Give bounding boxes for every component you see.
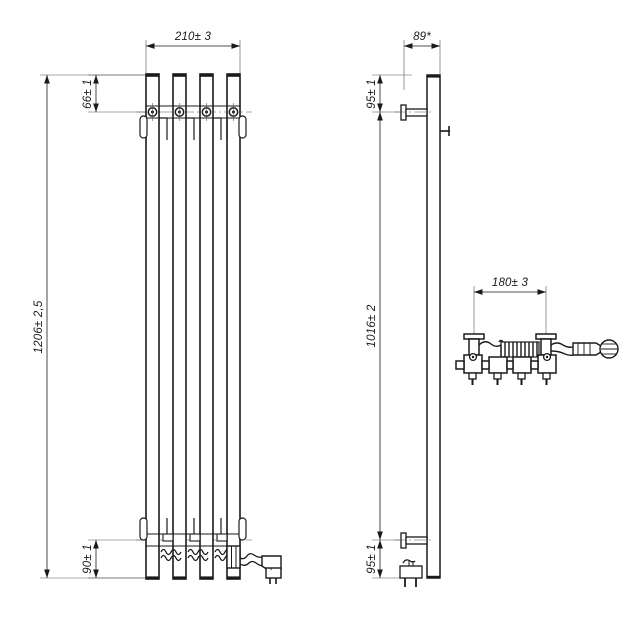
wall-bracket	[139, 115, 148, 139]
side-body-profile	[426, 74, 441, 579]
detail-end-fasteners	[468, 352, 552, 362]
detail-view: 180± 3	[455, 277, 619, 385]
wall-bracket	[238, 115, 247, 139]
dim-side-depth: 89*	[403, 31, 440, 49]
front-tube	[145, 73, 160, 580]
dim-detail-width-label: 180± 3	[492, 277, 529, 289]
side-wall-pin-upper	[440, 126, 450, 136]
dim-front-height-label: 1206± 2,5	[33, 300, 45, 353]
fastener	[147, 103, 158, 121]
dim-front-width: 210± 3	[145, 31, 240, 49]
side-plug	[399, 559, 423, 587]
dim-side-top-offset-label: 95± 1	[366, 79, 378, 109]
dim-side-bottom-offset: 95± 1	[366, 539, 383, 578]
front-tube-group	[145, 73, 241, 580]
dim-front-bottom-offset-label: 90± 1	[82, 544, 94, 574]
detail-cable	[550, 342, 574, 357]
detail-extension-lines	[473, 286, 547, 336]
detail-block-pins	[468, 372, 551, 385]
dim-front-bottom-offset: 90± 1	[82, 539, 99, 578]
detail-tube-flanges	[463, 333, 557, 356]
side-upper-bracket	[394, 104, 432, 121]
dim-front-width-label: 210± 3	[174, 31, 212, 43]
side-lower-bracket	[394, 532, 432, 549]
wall-bracket	[139, 517, 148, 541]
front-upper-fasteners	[147, 103, 239, 121]
dim-side-center-span-label: 1016± 2	[366, 304, 378, 347]
dim-front-top-offset-label: 66± 1	[82, 79, 94, 109]
dim-side-top-offset: 95± 1	[366, 74, 383, 112]
front-lower-fasteners	[162, 533, 228, 542]
dim-side-depth-label: 89*	[413, 31, 431, 43]
front-power-cord	[239, 553, 265, 567]
dim-side-center-span: 1016± 2	[366, 111, 383, 540]
front-view: 210± 3 1206± 2,5 66± 1 90± 1	[33, 31, 282, 584]
dim-detail-width: 180± 3	[473, 277, 546, 295]
detail-heater-coil	[478, 339, 540, 360]
fastener	[201, 103, 212, 121]
fastener	[174, 103, 185, 121]
front-upper-brackets	[139, 115, 247, 139]
front-lower-bracket-arms	[166, 518, 222, 534]
detail-plug	[572, 339, 619, 359]
dim-front-height: 1206± 2,5	[33, 74, 50, 578]
front-lower-brackets	[139, 517, 247, 541]
front-upper-bracket-arms	[159, 117, 228, 140]
wall-bracket	[238, 517, 247, 541]
dim-front-top-offset: 66± 1	[82, 74, 99, 112]
front-tube	[199, 73, 214, 580]
fastener	[228, 103, 239, 121]
front-heating-element	[160, 548, 231, 562]
front-heater-housing	[226, 545, 241, 569]
front-tube	[226, 73, 241, 580]
side-view: 89* 95± 1 1016± 2 95± 1	[366, 31, 450, 587]
dim-side-bottom-offset-label: 95± 1	[366, 544, 378, 574]
front-plug	[261, 555, 282, 584]
front-tube	[172, 73, 187, 580]
